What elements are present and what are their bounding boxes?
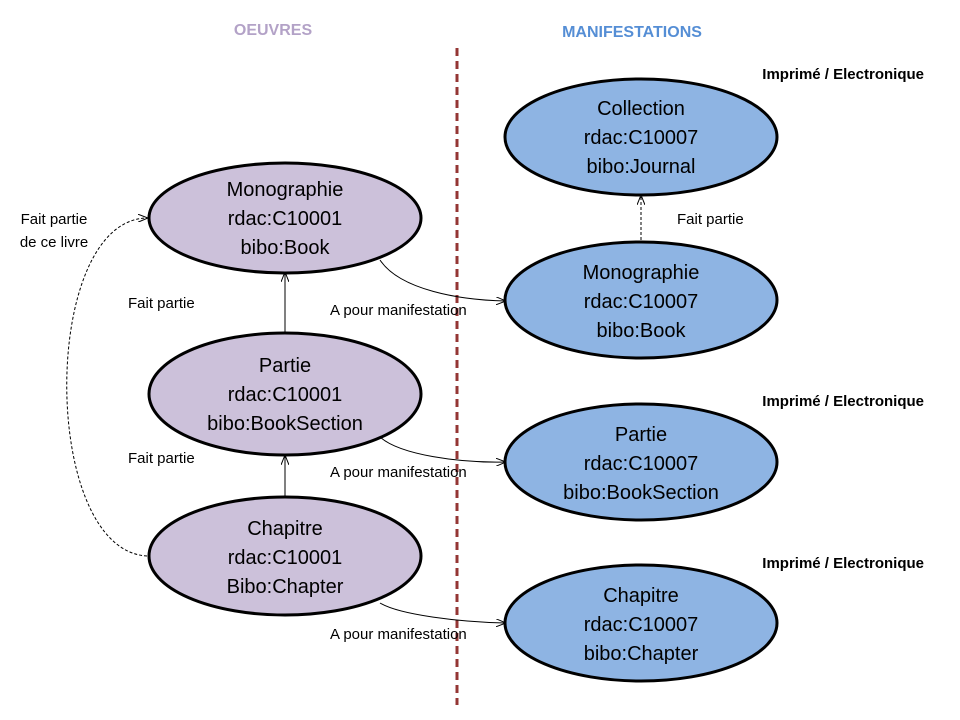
node-label-line1: Chapitre [603,585,679,607]
manifestation-node-chapitre: Chapitre rdac:C10007 bibo:Chapter [503,563,779,683]
manifestation-node-monographie: Monographie rdac:C10007 bibo:Book [503,240,779,360]
node-label-line2: rdac:C10007 [584,291,699,313]
node-label-line2: rdac:C10007 [584,614,699,636]
label-fait-partie-1: Fait partie [128,295,195,312]
node-label-line3: bibo:Journal [587,156,696,178]
node-label-line2: rdac:C10001 [228,208,343,230]
node-label-line2: rdac:C10007 [584,127,699,149]
connector-partie-manifestation [379,436,505,462]
label-pour-manifestation-1: A pour manifestation [330,302,467,319]
node-label-line3: bibo:Book [241,237,331,259]
oeuvre-node-partie: Partie rdac:C10001 bibo:BookSection [147,331,423,457]
node-label-line1: Chapitre [247,518,323,540]
node-label-line3: Bibo:Chapter [227,576,344,598]
oeuvre-node-chapitre: Chapitre rdac:C10001 Bibo:Chapter [147,495,423,617]
node-label-line1: Partie [615,424,667,446]
node-label-line3: bibo:BookSection [207,413,363,435]
node-label-line3: bibo:BookSection [563,482,719,504]
label-fait-partie-livre-2: de ce livre [20,234,88,251]
label-fait-partie-livre-1: Fait partie [21,211,88,228]
format-label-chapitre: Imprimé / Electronique [762,555,924,572]
node-label-line1: Monographie [583,262,700,284]
node-label-line1: Partie [259,355,311,377]
node-label-line2: rdac:C10001 [228,547,343,569]
node-label-line1: Collection [597,98,685,120]
format-label-partie: Imprimé / Electronique [762,393,924,410]
node-label-line3: bibo:Chapter [584,643,699,665]
label-fait-partie-2: Fait partie [128,450,195,467]
manifestation-node-partie: Partie rdac:C10007 bibo:BookSection [503,402,779,522]
manifestation-node-collection: Collection rdac:C10007 bibo:Journal [503,77,779,197]
node-label-line3: bibo:Book [597,320,687,342]
connector-chapitre-manifestation [379,602,505,623]
label-fait-partie-manif: Fait partie [677,211,744,228]
heading-manifestations: MANIFESTATIONS [562,24,702,41]
oeuvre-node-monographie: Monographie rdac:C10001 bibo:Book [147,161,423,275]
node-label-line2: rdac:C10007 [584,453,699,475]
label-pour-manifestation-3: A pour manifestation [330,626,467,643]
label-pour-manifestation-2: A pour manifestation [330,464,467,481]
connector-mono-manifestation [379,259,505,301]
node-label-line1: Monographie [227,179,344,201]
node-label-line2: rdac:C10001 [228,384,343,406]
format-label-collection: Imprimé / Electronique [762,66,924,83]
connector-chapitre-to-livre [66,218,147,557]
heading-oeuvres: OEUVRES [234,22,313,39]
